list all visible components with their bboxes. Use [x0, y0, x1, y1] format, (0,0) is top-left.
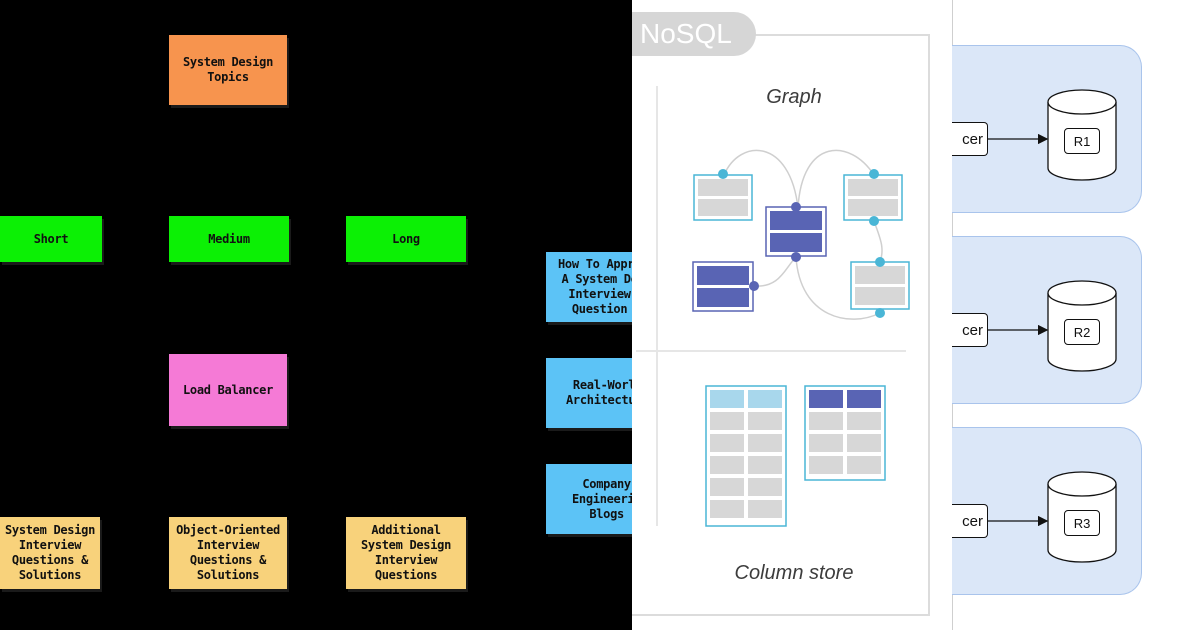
company-engineering-blogs-note[interactable]: Company Engineerin Blogs [546, 464, 642, 534]
graph-illustration [692, 149, 910, 320]
load-balancer-box[interactable]: cer [952, 122, 988, 156]
note-text: Long [392, 231, 420, 246]
load-balancer-box[interactable]: cer [952, 504, 988, 538]
graph-node [850, 257, 910, 318]
how-to-approach-note[interactable]: How To Appro A System De Interview Quest… [546, 252, 641, 322]
lb-label: cer [962, 130, 983, 148]
note-text: Additional System Design Interview Quest… [360, 523, 452, 582]
real-world-architectures-note[interactable]: Real-Worl Architectur [546, 358, 642, 428]
object-oriented-interview-questions-note[interactable]: Object-Oriented Interview Questions & So… [169, 517, 287, 589]
additional-system-design-questions-note[interactable]: Additional System Design Interview Quest… [346, 517, 466, 589]
replica-label: R2 [1064, 319, 1100, 345]
graph-edge [753, 256, 797, 287]
long-note[interactable]: Long [346, 216, 466, 262]
column-table [705, 385, 787, 527]
note-text: Object-Oriented Interview Questions & So… [176, 523, 280, 582]
graph-edge [873, 220, 883, 263]
nosql-tab-label: NoSQL [640, 18, 732, 49]
graph-node [765, 202, 827, 262]
graph-edge [795, 256, 881, 320]
column-store-illustration [705, 385, 886, 527]
replica-label: R3 [1064, 510, 1100, 536]
load-balancer-note[interactable]: Load Balancer [169, 354, 287, 426]
note-text: Short [33, 231, 69, 246]
column-store-caption: Column store [734, 562, 854, 584]
graph-node [843, 169, 903, 226]
note-text: Load Balancer [182, 382, 274, 397]
lb-label: cer [962, 512, 983, 530]
medium-note[interactable]: Medium [169, 216, 289, 262]
short-note[interactable]: Short [0, 216, 102, 262]
note-text: Medium [208, 231, 250, 246]
load-balancer-box[interactable]: cer [952, 313, 988, 347]
note-text: System Design Topics [182, 55, 274, 84]
lb-label: cer [962, 321, 983, 339]
sticky-note-panel [0, 0, 632, 630]
section-divider [636, 350, 906, 352]
note-text: Company Engineerin Blogs [572, 476, 642, 521]
graph-node [692, 261, 759, 312]
note-text: How To Appro A System De Interview Quest… [558, 257, 642, 316]
nosql-tab [632, 12, 756, 56]
column-table [804, 385, 886, 481]
graph-edge [723, 149, 799, 209]
system-design-topics-note[interactable]: System Design Topics [169, 35, 287, 105]
note-text: System Design Interview Questions & Solu… [4, 523, 96, 582]
graph-node [693, 169, 753, 221]
graph-edge [797, 149, 875, 209]
graph-caption: Graph [766, 86, 822, 108]
system-design-interview-questions-note[interactable]: System Design Interview Questions & Solu… [0, 517, 100, 589]
replica-label: R1 [1064, 128, 1100, 154]
card-inner-divider [656, 86, 658, 526]
note-text: Real-Worl Architectur [566, 378, 643, 407]
